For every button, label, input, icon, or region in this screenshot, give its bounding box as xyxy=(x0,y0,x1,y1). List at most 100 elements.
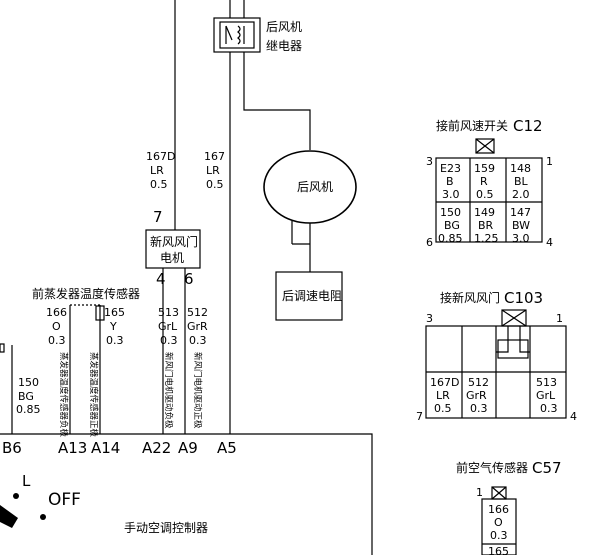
relay-label-1: 后风机 xyxy=(266,20,302,34)
wire-513-label: 513 GrL 0.3 xyxy=(158,306,179,347)
svg-text:C103: C103 xyxy=(504,289,543,307)
rear-speed-resistor: 后调速电阻 xyxy=(275,271,343,321)
svg-text:BG: BG xyxy=(18,390,34,403)
svg-text:BG: BG xyxy=(444,219,460,232)
svg-text:3: 3 xyxy=(426,155,433,168)
connector-c12: 接前风速开关 C12 3 1 6 4 E23 B 3.0 159 R 0.5 1… xyxy=(426,117,553,249)
pin-A13: A13 xyxy=(58,439,87,457)
wire-165-label: 165 Y 0.3 xyxy=(104,306,125,347)
svg-text:GrL: GrL xyxy=(158,320,178,333)
desc-513: 新风门电机驱动负极 xyxy=(163,352,174,429)
sensor-resistor xyxy=(95,305,105,321)
motor-pin-4: 4 xyxy=(156,270,166,288)
connector-c57: 前空气传感器 C57 1 166 O 0.3 165 xyxy=(456,459,562,555)
wire-relay-blower xyxy=(243,52,311,150)
pin-A14: A14 xyxy=(91,439,120,457)
svg-text:0.3: 0.3 xyxy=(106,334,124,347)
svg-text:接前风速开关: 接前风速开关 xyxy=(436,118,508,133)
wire-166-label: 166 O 0.3 xyxy=(46,306,67,347)
svg-text:148: 148 xyxy=(510,162,531,175)
svg-text:0.5: 0.5 xyxy=(434,402,452,415)
svg-text:167D: 167D xyxy=(146,150,175,163)
svg-text:3.0: 3.0 xyxy=(442,188,460,201)
svg-text:1: 1 xyxy=(476,486,483,499)
svg-text:2.0: 2.0 xyxy=(512,188,530,201)
svg-text:4: 4 xyxy=(546,236,553,249)
svg-text:165: 165 xyxy=(488,545,509,555)
svg-text:C12: C12 xyxy=(513,117,543,135)
svg-text:GrR: GrR xyxy=(187,320,208,333)
wire-167-label: 167 LR 0.5 xyxy=(204,150,225,191)
blower-label: 后风机 xyxy=(297,180,333,194)
wire-167D-label: 167D LR 0.5 xyxy=(146,150,175,191)
svg-text:6: 6 xyxy=(426,236,433,249)
svg-text:BR: BR xyxy=(478,219,494,232)
svg-text:Y: Y xyxy=(109,320,117,333)
svg-text:0.85: 0.85 xyxy=(438,232,463,245)
relay-label-2: 继电器 xyxy=(266,39,302,53)
svg-text:LR: LR xyxy=(150,164,164,177)
svg-text:0.3: 0.3 xyxy=(160,334,178,347)
svg-text:166: 166 xyxy=(488,503,509,516)
svg-text:1.25: 1.25 xyxy=(474,232,499,245)
svg-text:0.3: 0.3 xyxy=(48,334,66,347)
svg-text:E23: E23 xyxy=(440,162,461,175)
desc-166: 蒸发器温度传感器负极 xyxy=(58,352,69,438)
svg-text:0.5: 0.5 xyxy=(476,188,494,201)
pin-A9: A9 xyxy=(178,439,198,457)
svg-text:167: 167 xyxy=(204,150,225,163)
svg-text:1: 1 xyxy=(556,312,563,325)
svg-text:7: 7 xyxy=(416,410,423,423)
svg-text:3: 3 xyxy=(426,312,433,325)
svg-text:C57: C57 xyxy=(532,459,562,477)
rear-blower-motor: 后风机 xyxy=(263,150,357,224)
svg-text:接新风风门: 接新风风门 xyxy=(440,290,500,305)
desc-165: 蒸发器温度传感器正极 xyxy=(88,352,99,438)
motor-pin-6: 6 xyxy=(184,270,194,288)
svg-text:4: 4 xyxy=(570,410,577,423)
svg-text:150: 150 xyxy=(18,376,39,389)
desc-512: 新风门电机驱动正极 xyxy=(192,352,203,429)
svg-text:LR: LR xyxy=(436,389,450,402)
manual-ac-controller: B6 A13 A14 A22 A9 A5 L OFF 手动空调控制器 xyxy=(0,433,373,555)
fresh-air-door-motor: 7 新风风门 电机 4 6 xyxy=(145,208,201,288)
svg-text:GrR: GrR xyxy=(466,389,487,402)
svg-text:新风风门: 新风风门 xyxy=(150,234,198,249)
svg-text:电机: 电机 xyxy=(160,251,184,265)
svg-text:3.0: 3.0 xyxy=(512,232,530,245)
svg-text:LR: LR xyxy=(206,164,220,177)
svg-text:0.3: 0.3 xyxy=(189,334,207,347)
controller-label: 手动空调控制器 xyxy=(124,521,208,535)
rear-blower-relay: 后风机 继电器 xyxy=(213,0,302,53)
svg-text:0.5: 0.5 xyxy=(206,178,224,191)
pin-B6: B6 xyxy=(2,439,22,457)
svg-text:165: 165 xyxy=(104,306,125,319)
svg-text:BL: BL xyxy=(514,175,529,188)
svg-text:0.5: 0.5 xyxy=(150,178,168,191)
connector-c103: 接新风风门 C103 3 1 7 4 167D LR 0.5 512 GrR 0… xyxy=(416,289,577,423)
evap-sensor-label: 前蒸发器温度传感器 xyxy=(32,286,140,301)
resistor-label: 后调速电阻 xyxy=(282,289,342,303)
svg-text:1: 1 xyxy=(546,155,553,168)
svg-text:149: 149 xyxy=(474,206,495,219)
svg-text:513: 513 xyxy=(536,376,557,389)
svg-text:O: O xyxy=(52,320,61,333)
pin-A22: A22 xyxy=(142,439,171,457)
svg-text:0.85: 0.85 xyxy=(16,403,41,416)
wire-150-label: 150 BG 0.85 xyxy=(16,376,41,416)
svg-text:BW: BW xyxy=(512,219,530,232)
svg-text:166: 166 xyxy=(46,306,67,319)
svg-text:B: B xyxy=(446,175,454,188)
switch-l: L xyxy=(22,472,31,490)
svg-text:512: 512 xyxy=(187,306,208,319)
svg-text:147: 147 xyxy=(510,206,531,219)
svg-text:0.3: 0.3 xyxy=(490,529,508,542)
svg-text:167D: 167D xyxy=(430,376,459,389)
svg-text:512: 512 xyxy=(468,376,489,389)
wire-512-label: 512 GrR 0.3 xyxy=(187,306,208,347)
motor-pin-7: 7 xyxy=(153,208,163,226)
pin-A5: A5 xyxy=(217,439,237,457)
svg-text:R: R xyxy=(480,175,488,188)
svg-text:513: 513 xyxy=(158,306,179,319)
